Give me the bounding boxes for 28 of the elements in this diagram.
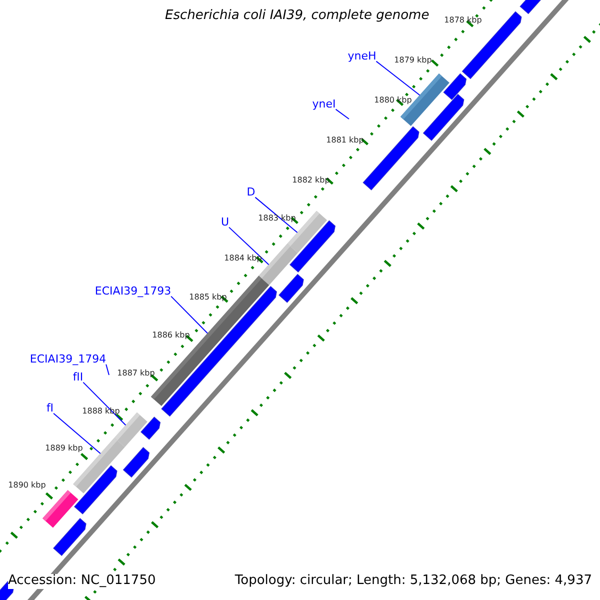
gene-label: U bbox=[220, 216, 230, 230]
leader-line bbox=[254, 196, 298, 233]
scale-label: 1885 kbp bbox=[189, 292, 227, 302]
leader-line bbox=[82, 382, 126, 426]
scale-label: 1878 kbp bbox=[444, 15, 482, 25]
gene-label: D bbox=[246, 186, 256, 200]
scale-label: 1886 kbp bbox=[152, 330, 190, 340]
scale-label: 1879 kbp bbox=[394, 55, 432, 65]
leader-line bbox=[170, 296, 208, 334]
gene-label: fII bbox=[72, 372, 84, 384]
leader-line bbox=[53, 412, 101, 454]
gene-label: yneI bbox=[312, 98, 336, 112]
gene-label: fI bbox=[46, 402, 54, 416]
gene-label: ECIAI39_1794 bbox=[30, 354, 106, 366]
scale-label: 1889 kbp bbox=[45, 443, 83, 453]
scale-label: 1890 kbp bbox=[8, 480, 46, 490]
gene-label: ECIAI39_1793 bbox=[94, 286, 172, 298]
scale-label: 1883 kbp bbox=[258, 213, 296, 223]
scale-label: 1880 kbp bbox=[374, 95, 412, 105]
genome-stats-text: Topology: circular; Length: 5,132,068 bp; Genes: 4,937 bbox=[232, 574, 592, 589]
leader-line bbox=[376, 60, 420, 96]
gene-label: yneH bbox=[348, 50, 376, 64]
diagram-title: Escherichia coli IAI39, complete genome bbox=[165, 9, 430, 24]
scale-label: 1881 kbp bbox=[326, 135, 364, 145]
leader-line bbox=[335, 108, 350, 120]
leader-line bbox=[228, 226, 270, 266]
leader-line bbox=[106, 364, 110, 376]
scale-label: 1887 kbp bbox=[117, 368, 155, 378]
